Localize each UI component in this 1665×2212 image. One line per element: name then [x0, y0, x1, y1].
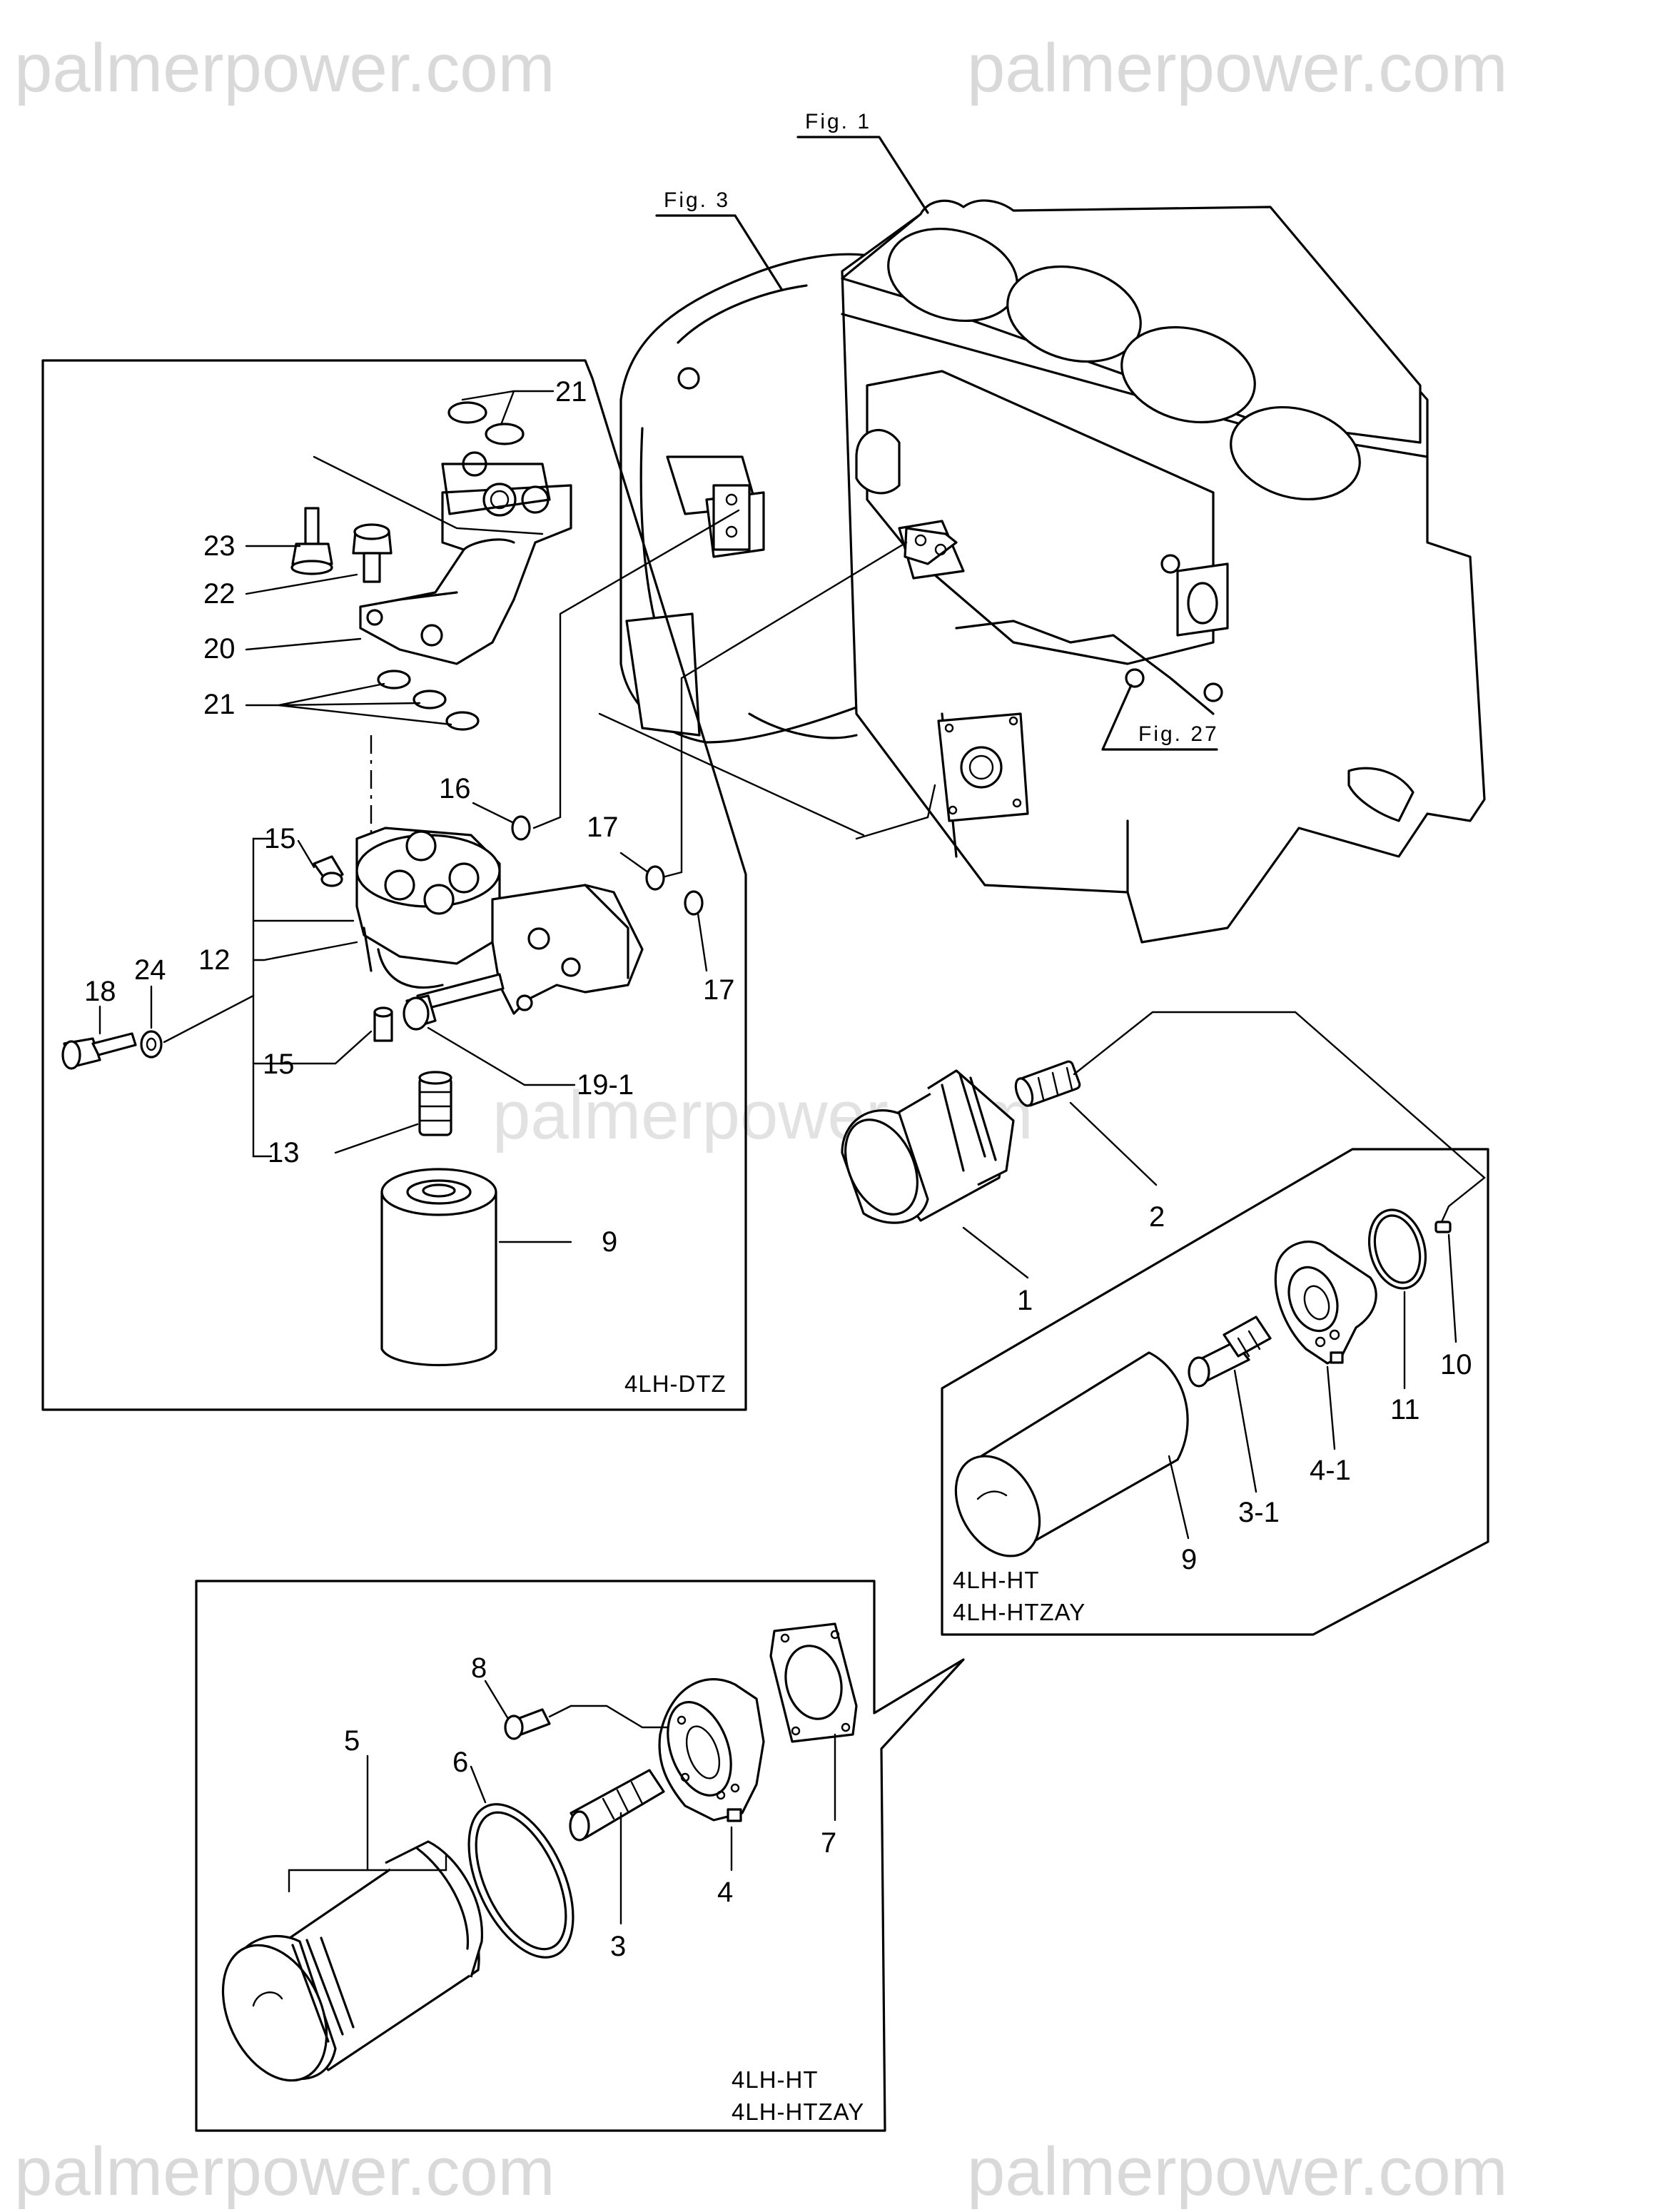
pin-10 — [1434, 1221, 1452, 1233]
fig27-label: Fig. 27 — [1138, 722, 1219, 746]
panel-ht-right-model-2: 4LH-HTZAY — [953, 1599, 1085, 1625]
washer-24 — [140, 1030, 163, 1059]
fig1-reference: Fig. 1 — [796, 110, 929, 214]
plug-15-a — [313, 855, 344, 887]
callout-22: 22 — [203, 578, 236, 610]
engine-block — [619, 199, 1486, 944]
callout-20: 20 — [203, 633, 236, 665]
watermark-top-right: palmerpower.com — [967, 30, 1508, 106]
oil-filter-9-ht — [954, 1351, 1189, 1557]
bolt-18 — [61, 1032, 137, 1070]
fig3-reference: Fig. 3 — [655, 188, 783, 291]
filter-head-12 — [355, 827, 644, 1015]
callout-10: 10 — [1440, 1349, 1472, 1380]
callout-6: 6 — [452, 1747, 468, 1778]
adapter-4-1 — [1274, 1241, 1377, 1365]
panel-4lh-ht-bottom: 4LH-HT 4LH-HTZAY — [195, 1580, 965, 2132]
oil-filter-1 — [841, 1069, 1015, 1224]
callout-21-bot: 21 — [203, 689, 236, 720]
callout-1: 1 — [1017, 1285, 1033, 1316]
nipple-13 — [418, 1071, 452, 1136]
watermark-bottom-right: palmerpower.com — [967, 2133, 1508, 2210]
o-ring-17-a — [645, 865, 665, 891]
panel-4lh-dtz-model: 4LH-DTZ — [624, 1370, 727, 1397]
oil-filter-9-dtz — [380, 1168, 497, 1366]
fig27-reference: Fig. 27 — [1101, 684, 1219, 751]
bolt-8 — [504, 1705, 572, 1740]
callout-5: 5 — [344, 1725, 360, 1757]
callout-8: 8 — [471, 1652, 487, 1684]
callout-23: 23 — [203, 530, 236, 562]
bolt-23 — [290, 507, 333, 575]
callout-7: 7 — [821, 1827, 836, 1859]
callout-3-1: 3-1 — [1238, 1497, 1280, 1528]
callout-24: 24 — [134, 954, 166, 986]
nipple-3 — [569, 1769, 665, 1842]
plug-15-b — [373, 1006, 393, 1042]
o-ring-17-b — [684, 890, 704, 916]
bracket-20 — [359, 484, 572, 665]
panel-ht-right-model-1: 4LH-HT — [953, 1567, 1040, 1593]
callout-21-top: 21 — [555, 376, 587, 408]
panel-ht-bottom-model-2: 4LH-HTZAY — [732, 2099, 864, 2125]
o-ring-21-c — [377, 670, 411, 690]
callout-12: 12 — [198, 944, 231, 976]
callout-15-bot: 15 — [263, 1049, 295, 1080]
o-ring-21-b — [485, 423, 525, 445]
callout-4-1: 4-1 — [1310, 1455, 1351, 1486]
watermark-top-left: palmerpower.com — [14, 30, 555, 106]
callout-16: 16 — [439, 773, 471, 804]
callout-3: 3 — [610, 1931, 626, 1962]
callout-18: 18 — [84, 976, 116, 1007]
panel-4lh-ht-right: 4LH-HT 4LH-HTZAY — [941, 1148, 1489, 1636]
o-ring-21-e — [445, 711, 480, 731]
watermark-bottom-left: palmerpower.com — [14, 2133, 555, 2210]
callout-9-dtz: 9 — [602, 1226, 617, 1258]
callout-13: 13 — [268, 1137, 300, 1168]
callout-17-bot: 17 — [703, 974, 735, 1006]
adapter-4 — [658, 1678, 765, 1822]
panel-ht-bottom-model-1: 4LH-HT — [732, 2066, 819, 2093]
o-ring-21-a — [447, 401, 487, 424]
o-ring-16 — [511, 815, 531, 841]
callout-11: 11 — [1390, 1394, 1420, 1425]
nipple-3-1 — [1188, 1315, 1272, 1388]
nipple-2 — [1014, 1060, 1081, 1107]
oil-filter-5 — [221, 1840, 483, 2082]
callout-17-top: 17 — [587, 812, 619, 843]
o-ring-21-d — [413, 690, 447, 709]
callout-19-1: 19-1 — [577, 1069, 634, 1101]
gasket-7 — [769, 1622, 858, 1743]
panel-4lh-dtz: 4LH-DTZ — [41, 359, 908, 1411]
callout-2: 2 — [1149, 1201, 1165, 1233]
bolt-22 — [352, 523, 393, 583]
fig1-label: Fig. 1 — [805, 110, 871, 133]
callout-9-ht: 9 — [1181, 1544, 1197, 1575]
o-ring-6 — [467, 1803, 575, 1959]
fig3-label: Fig. 3 — [664, 188, 730, 212]
bolt-19-1 — [403, 973, 505, 1031]
callout-4: 4 — [717, 1877, 733, 1908]
